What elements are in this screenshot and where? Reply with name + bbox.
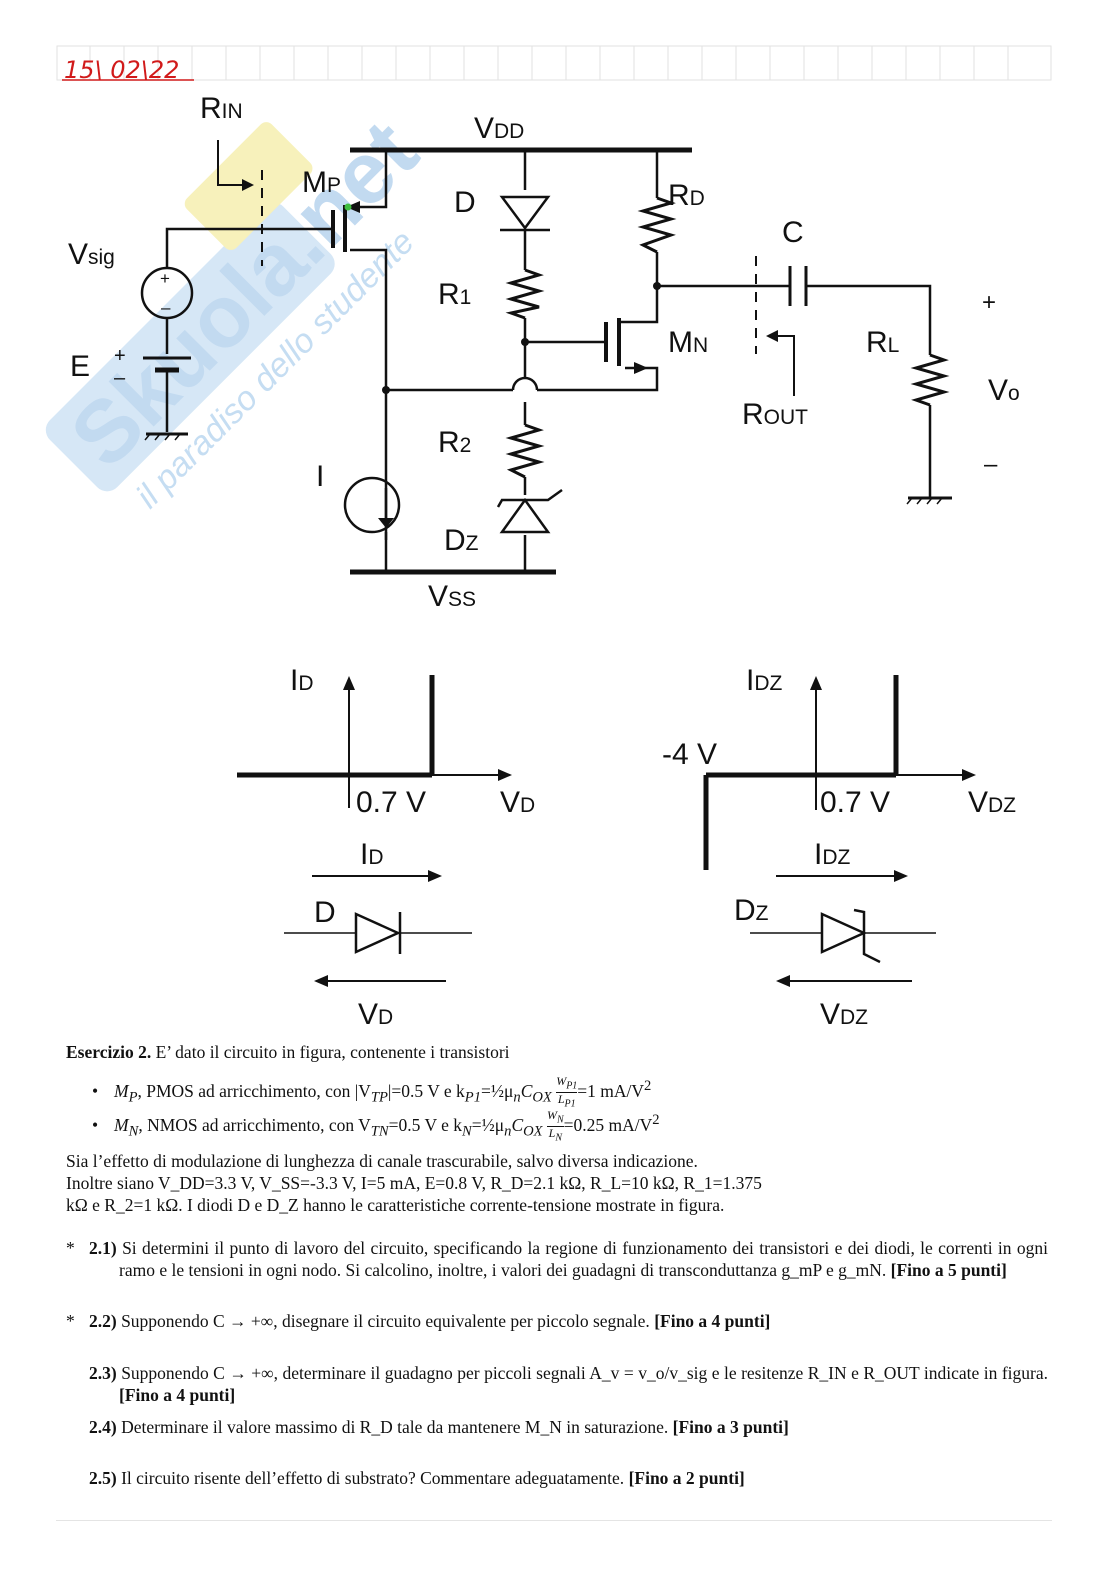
diode-threshold-label: 0.7 V [356, 786, 426, 819]
rout-label: ROUT [742, 398, 808, 431]
zener-xlabel: VDZ [968, 786, 1016, 819]
diode-x-arrow-icon [498, 769, 512, 781]
pmos-node-dot [344, 203, 352, 211]
nmos-arrow-icon [634, 362, 648, 374]
resistor-r2 [505, 423, 545, 479]
vsig-minus: – [161, 298, 171, 317]
vo-plus-label: + [982, 289, 996, 316]
r1-label: R1 [438, 278, 471, 311]
vsig-label: Vsig [68, 238, 115, 271]
vsig-plus: + [160, 269, 170, 288]
question-2-4: 2.4) Determinare il valore massimo di R_… [89, 1417, 789, 1437]
rout-probe [755, 256, 795, 396]
rout-arrow-icon [766, 330, 778, 342]
zener-characteristic [703, 675, 964, 870]
zener-current-label: IDZ [814, 838, 851, 871]
diode-current-label: ID [360, 838, 384, 871]
diode-voltage-label: VD [358, 998, 393, 1031]
bullet-mn: •MN, NMOS ad arricchimento, con VTN=0.5 … [92, 1108, 660, 1144]
exercise-header: Esercizio 2. E’ dato il circuito in figu… [66, 1041, 1046, 1063]
zener-breakdown-label: -4 V [662, 738, 717, 771]
question-2-5: 2.5) Il circuito risente dell’effetto di… [89, 1468, 745, 1488]
paragraph-line-2: Inoltre siano V_DD=3.3 V, V_SS=-3.3 V, I… [66, 1173, 762, 1193]
question-2-3: 2.3) Supponendo C → +∞, determinare il g… [89, 1363, 1048, 1405]
rin-label: RIN [200, 92, 243, 125]
resistor-rl [910, 353, 950, 407]
circuit-wires [143, 147, 952, 575]
rin-arrow-icon [242, 179, 254, 191]
bullet-mp: •MP, PMOS ad arricchimento, con |VTP|=0.… [92, 1074, 652, 1110]
diode-current-arrow-icon [428, 870, 442, 882]
mp-label: MP [302, 166, 341, 199]
vdd-label: VDD [474, 112, 524, 145]
resistor-rd [637, 196, 677, 254]
i-label: I [316, 460, 324, 493]
rd-label: RD [668, 179, 705, 212]
junction-dots [382, 282, 661, 394]
question-2-2: * 2.2) Supponendo C → +∞, disegnare il c… [66, 1311, 771, 1331]
c-label: C [782, 216, 804, 249]
paragraph-line-3: kΩ e R_2=1 kΩ. I diodi D e D_Z hanno le … [66, 1195, 725, 1215]
watermark-logo: Skuola.net il paradiso dello studente [45, 101, 436, 516]
circuit-figure: 15\ 02\22 Skuola.net il paradiso dello s… [45, 45, 1052, 1031]
header-grid [56, 45, 1052, 81]
zener-y-arrow-icon [810, 676, 822, 690]
diode-xlabel: VD [500, 786, 535, 819]
pmos-arrow-icon [346, 201, 360, 213]
rin-probe [217, 140, 263, 266]
diode-y-arrow-icon [343, 676, 355, 690]
exercise-intro: E’ dato il circuito in figura, contenent… [155, 1042, 510, 1062]
exercise-title: Esercizio 2. [66, 1042, 152, 1062]
zener-dz-symbol [496, 488, 563, 534]
zener-voltage-arrow-icon [776, 975, 790, 987]
ground-symbols [144, 433, 943, 505]
current-source-arrow-icon [378, 518, 394, 528]
zener-current-arrow-icon [894, 870, 908, 882]
paragraph-line-1: Sia l’effetto di modulazione di lunghezz… [66, 1151, 698, 1171]
dz-label: DZ [444, 524, 479, 557]
vss-label: VSS [428, 580, 476, 613]
diode-voltage-arrow-icon [314, 975, 328, 987]
rl-label: RL [866, 326, 899, 359]
diode-ylabel: ID [290, 664, 314, 697]
zener-symbol-label: DZ [734, 894, 769, 927]
exercise-paragraph: Sia l’effetto di modulazione di lunghezz… [66, 1150, 1046, 1216]
diode-d-symbol [499, 195, 551, 232]
diode-symbol-label: D [314, 896, 336, 929]
e-label: E [70, 350, 90, 383]
d-label: D [454, 186, 476, 219]
bottom-rule [56, 1520, 1052, 1521]
r2-label: R2 [438, 426, 471, 459]
vo-minus-label: – [984, 451, 998, 478]
zener-x-arrow-icon [962, 769, 976, 781]
zener-ylabel: IDZ [746, 664, 783, 697]
diode-symbol [284, 912, 472, 954]
e-minus: – [114, 367, 126, 389]
current-source-symbol [343, 476, 401, 534]
diode-characteristic [237, 675, 502, 808]
mn-label: MN [668, 326, 708, 359]
vsig-source-symbol [140, 266, 194, 320]
question-2-1: * 2.1) Si determini il punto di lavoro d… [66, 1238, 1049, 1280]
zener-threshold-label: 0.7 V [820, 786, 890, 819]
vo-label: Vo [988, 374, 1020, 407]
resistor-r1 [505, 268, 545, 320]
zener-voltage-label: VDZ [820, 998, 868, 1031]
e-plus: + [114, 345, 126, 367]
zener-symbol [750, 908, 936, 964]
